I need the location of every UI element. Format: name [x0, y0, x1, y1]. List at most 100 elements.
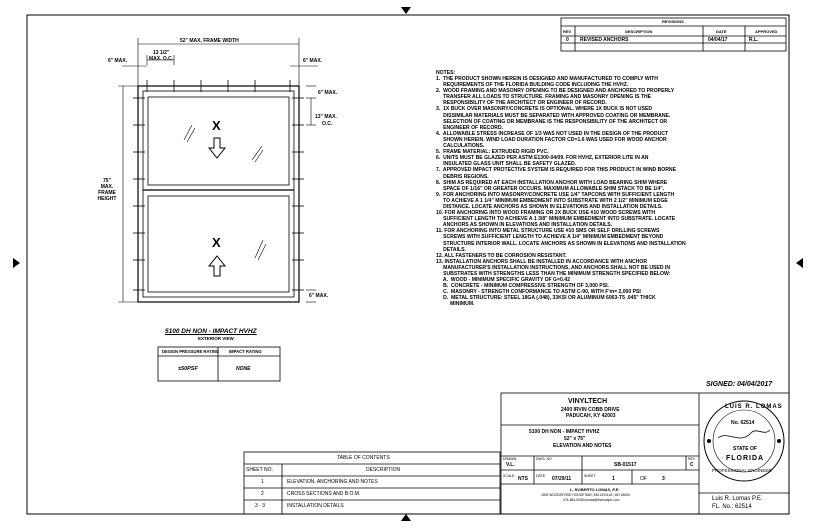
edge-max-right-top: 6" MAX.: [318, 90, 338, 96]
seal-signature-license: FL. No.: 62514: [712, 504, 752, 510]
contents-row-3-description: INSTALLATION DETAILS: [287, 503, 344, 509]
revision-row-description: REVISED ANCHORS: [580, 37, 629, 43]
anchor-oc-top-label-2: MAX. O.C.: [149, 56, 174, 62]
rev-label: REV: [688, 457, 696, 461]
bottom-center-arrow: [401, 514, 411, 521]
note-line: SPACE OF 1/16" OR GREATER OCCURS. MAXIMU…: [436, 185, 665, 192]
engineer-address: 1609 WOODSFORD HOUSE WAY, BELLEVILLE, MO…: [541, 493, 630, 497]
note-line: D. METAL STRUCTURE: STEEL 18GA (.048), 3…: [436, 295, 656, 302]
contents-row-1-description: ELEVATION, ANCHORING AND NOTES: [287, 479, 378, 485]
note-line: ANCHORS AS SHOWN IN ELEVATIONS AND INSTA…: [436, 222, 613, 229]
note-line: SELECTION OF COATING OR MEMBRANE IS THE …: [436, 118, 668, 125]
frame-height-line-4: HEIGHT: [97, 196, 117, 202]
dp-value-pressure: ±50PSF: [178, 366, 198, 372]
contents-header-sheet: SHEET NO.: [246, 467, 273, 473]
note-line: DISTANCE. LOCATE ANCHORS AS SHOWN IN ELE…: [436, 203, 663, 210]
note-line: DISSIMILAR MATERIALS MUST BE SEPARATED W…: [436, 112, 671, 119]
note-line: TO ACHIEVE A 1 1/4" MINIMUM EMBEDMENT IN…: [436, 197, 668, 204]
frame-height-label: 75" MAX. FRAME HEIGHT: [93, 178, 121, 202]
note-line: SUBSTRATES WITH STRENGTHS LESS THAN THE …: [436, 271, 671, 277]
company-address-1: 2400 IRVIN COBB DRIVE: [561, 407, 620, 413]
note-line: ENGINEER OF RECORD.: [436, 124, 504, 131]
left-center-arrow: [13, 258, 20, 268]
rev-value: C: [690, 462, 694, 468]
drawn-value: V.L.: [506, 462, 515, 468]
frame-height-line-1: 75": [103, 178, 111, 184]
seal-name-arc: LUIS R. LOMAS: [725, 404, 783, 410]
drawing-description-2: 52" x 75": [564, 436, 586, 442]
note-line: 8. SHIM AS REQUIRED AT EACH INSTALLATION…: [436, 179, 668, 186]
note-line: CALCULATIONS.: [436, 143, 485, 150]
contents-table-lines: [243, 451, 501, 515]
anchor-oc-top-label: 13 1/2": [153, 50, 170, 56]
revision-row-approved: R.L.: [749, 37, 759, 43]
anchor-oc-right: 13" MAX.: [315, 114, 337, 120]
edge-max-top-left: 6" MAX.: [108, 58, 128, 64]
seal-florida: FLORIDA: [726, 455, 765, 462]
note-line: C. MASONRY - STRENGTH CONFORMANCE TO AST…: [436, 289, 641, 296]
sheet-label: SHEET: [584, 474, 596, 478]
of-value: 3: [662, 476, 665, 482]
dp-header-impact: IMPACT RATING: [229, 349, 262, 354]
contents-header-description: DESCRIPTION: [366, 467, 401, 473]
note-line: 7. APPROVED IMPACT PROTECTIVE SYSTEM IS …: [436, 167, 676, 174]
note-line: MANUFACTURER'S INSTALLATION INSTRUCTIONS…: [436, 264, 671, 271]
dwg-value: SB-01517: [614, 462, 637, 468]
note-line: 13. INSTALLATION ANCHORS SHALL BE INSTAL…: [436, 258, 648, 265]
note-line: 1. THE PRODUCT SHOWN HEREIN IS DESIGNED …: [436, 76, 658, 82]
revisions-table-lines: [560, 17, 787, 52]
sash-mark-upper: X: [212, 118, 221, 133]
sash-mark-lower: X: [212, 235, 221, 250]
contents-row-2-sheet: 2: [261, 491, 264, 497]
elevation-subtitle: EXTERIOR VIEW: [198, 336, 234, 341]
pe-seal: [703, 400, 785, 482]
design-pressure-table-lines: [157, 346, 281, 382]
dwg-label: DWG. NO.: [536, 457, 553, 461]
notes-heading: NOTES:: [436, 70, 456, 76]
anchor-oc-right-2: O.C.: [322, 121, 333, 127]
note-line: MINIMUM.: [436, 301, 475, 308]
note-line: 5. FRAME MATERIAL: EXTRUDED RIGID PVC.: [436, 149, 549, 156]
note-line: 3. 1X BUCK OVER MASONRY/CONCRETE IS OPTI…: [436, 106, 653, 113]
note-line: INSULATED GLASS UNIT SHALL BE SAFETY GLA…: [436, 161, 577, 168]
date-label: DATE:: [536, 474, 547, 478]
note-line: STRUCTURE INTERIOR WALL. LOCATE ANCHORS …: [436, 240, 686, 247]
note-line: TRANSFER ALL LOADS TO STRUCTURE. FRAMING…: [436, 94, 652, 101]
dp-value-impact: NONE: [236, 366, 251, 372]
note-line: SHOWN HEREIN. WIND LOAD DURATION FACTOR …: [436, 136, 667, 143]
note-line: 9. FOR ANCHORING INTO MASONRY/CONCRETE U…: [436, 191, 675, 198]
revisions-title: REVISIONS: [662, 19, 684, 24]
note-line: DEBRIS REGIONS.: [436, 173, 489, 180]
contents-row-3-sheet: 3 - 3: [255, 503, 266, 509]
window-elevation: [133, 80, 304, 303]
note-line: RESPONSIBILITY OF THE ARCHITECT OR ENGIN…: [436, 100, 607, 107]
note-line: 11. FOR ANCHORING INTO METAL STRUCTURE U…: [436, 228, 660, 235]
drawing-description-3: ELEVATION AND NOTES: [553, 443, 612, 449]
company-address-2: PADUCAH, KY 42003: [566, 413, 616, 419]
note-line: 10. FOR ANCHORING INTO WOOD FRAMING OR 2…: [436, 210, 656, 217]
revisions-header-rev: REV: [563, 29, 572, 34]
date-value: 07/29/11: [552, 476, 572, 482]
dp-header-pressure: DESIGN PRESSURE RATING: [162, 349, 220, 354]
revisions-header-description: DESCRIPTION: [625, 29, 653, 34]
seal-ring-text: PROFESSIONAL ENGINEER: [712, 468, 772, 473]
note-line: REQUIREMENTS OF THE FLORIDA BUILDING COD…: [436, 82, 629, 89]
note-line: 6. UNITS MUST BE GLAZED PER ASTM E1300-0…: [436, 155, 649, 162]
frame-width-label: 52" MAX. FRAME WIDTH: [180, 38, 239, 44]
company-name: VINYLTECH: [568, 398, 608, 405]
edge-max-right-bottom: 6" MAX.: [309, 293, 329, 299]
dimension-lines: [118, 38, 318, 303]
contents-row-1-sheet: 1: [261, 479, 264, 485]
note-line: A. WOOD - MINIMUM SPECIFIC GRAVITY OF G=…: [436, 277, 570, 284]
revisions-header-date: DATE: [716, 29, 727, 34]
right-center-arrow: [796, 258, 803, 268]
general-notes: NOTES: 1. THE PRODUCT SHOWN HEREIN IS DE…: [436, 70, 796, 308]
edge-max-top-right: 6" MAX.: [303, 58, 323, 64]
signed-date: SIGNED: 04/04/2017: [706, 381, 773, 388]
revision-row-rev: 0: [566, 37, 569, 43]
note-line: 2. WOOD FRAMING AND MASONRY OPENING TO B…: [436, 88, 675, 95]
note-line: SCREWS WITH SUFFICIENT LENGTH TO ACHIEVE…: [436, 234, 664, 241]
top-center-arrow: [401, 7, 411, 14]
note-line: B. CONCRETE - MINIMUM COMPRESSIVE STRENG…: [436, 283, 609, 290]
